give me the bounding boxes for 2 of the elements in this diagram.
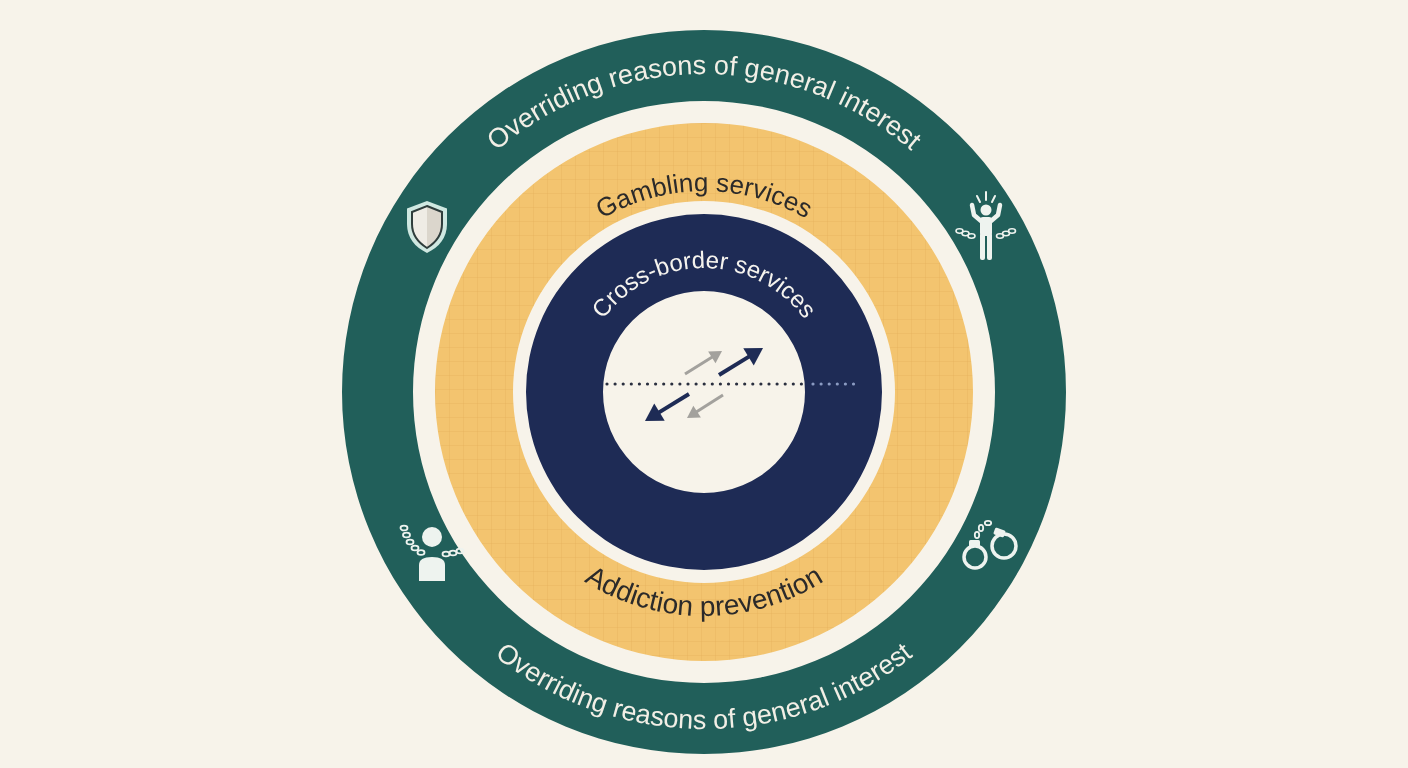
outer-ring bbox=[342, 30, 1066, 754]
curved-label: Gambling services bbox=[590, 167, 818, 225]
